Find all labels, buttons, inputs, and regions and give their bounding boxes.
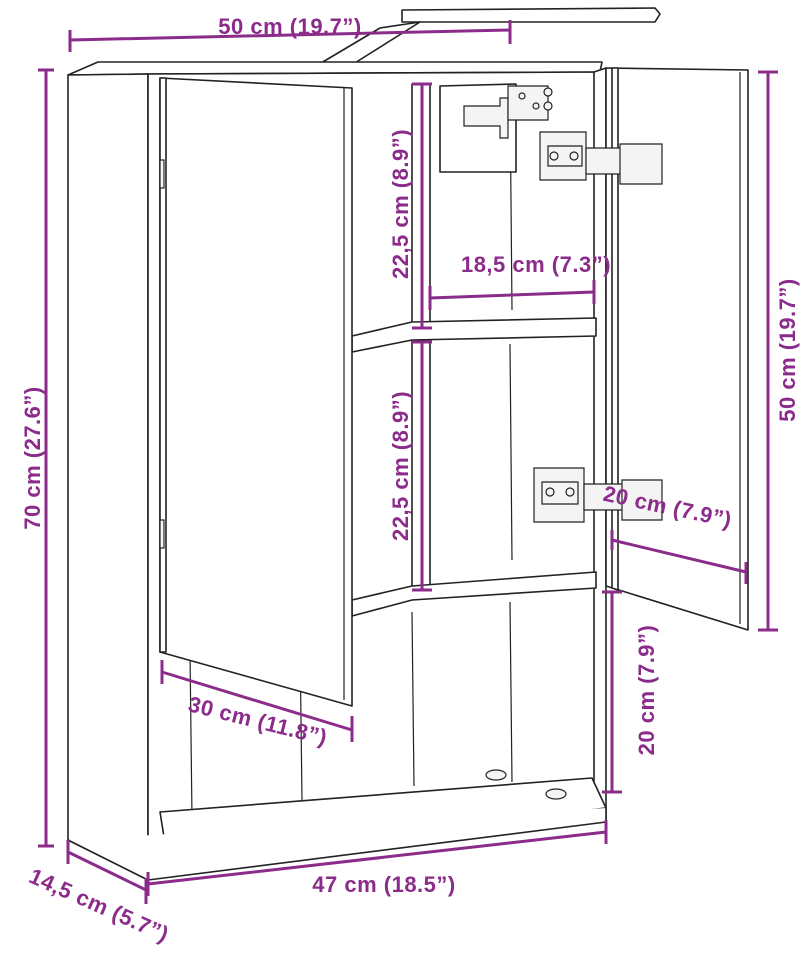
label-bottom-width: 47 cm (18.5”) <box>312 872 455 897</box>
door-hinge-lower <box>533 467 663 523</box>
label-middle-compartment-height: 22,5 cm (8.9”) <box>388 391 413 541</box>
wall-bracket <box>439 83 553 173</box>
cabinet-drawing <box>67 7 749 881</box>
label-upper-compartment-height: 22,5 cm (8.9”) <box>388 129 413 279</box>
label-door-height: 50 cm (19.7”) <box>775 278 800 421</box>
left-door <box>159 77 353 707</box>
label-compartment-width: 18,5 cm (7.3”) <box>461 252 611 277</box>
label-total-height: 70 cm (27.6”) <box>20 386 45 529</box>
label-bottom-shelf-height: 20 cm (7.9”) <box>634 625 659 756</box>
dimension-lines <box>38 20 778 904</box>
cabinet-left-side <box>67 73 149 881</box>
door-hinge-upper <box>539 131 663 185</box>
label-top-width: 50 cm (19.7”) <box>218 14 361 39</box>
led-lamp <box>315 7 661 67</box>
cabinet-right-side <box>593 67 607 813</box>
door-hinge-marks <box>159 159 165 549</box>
